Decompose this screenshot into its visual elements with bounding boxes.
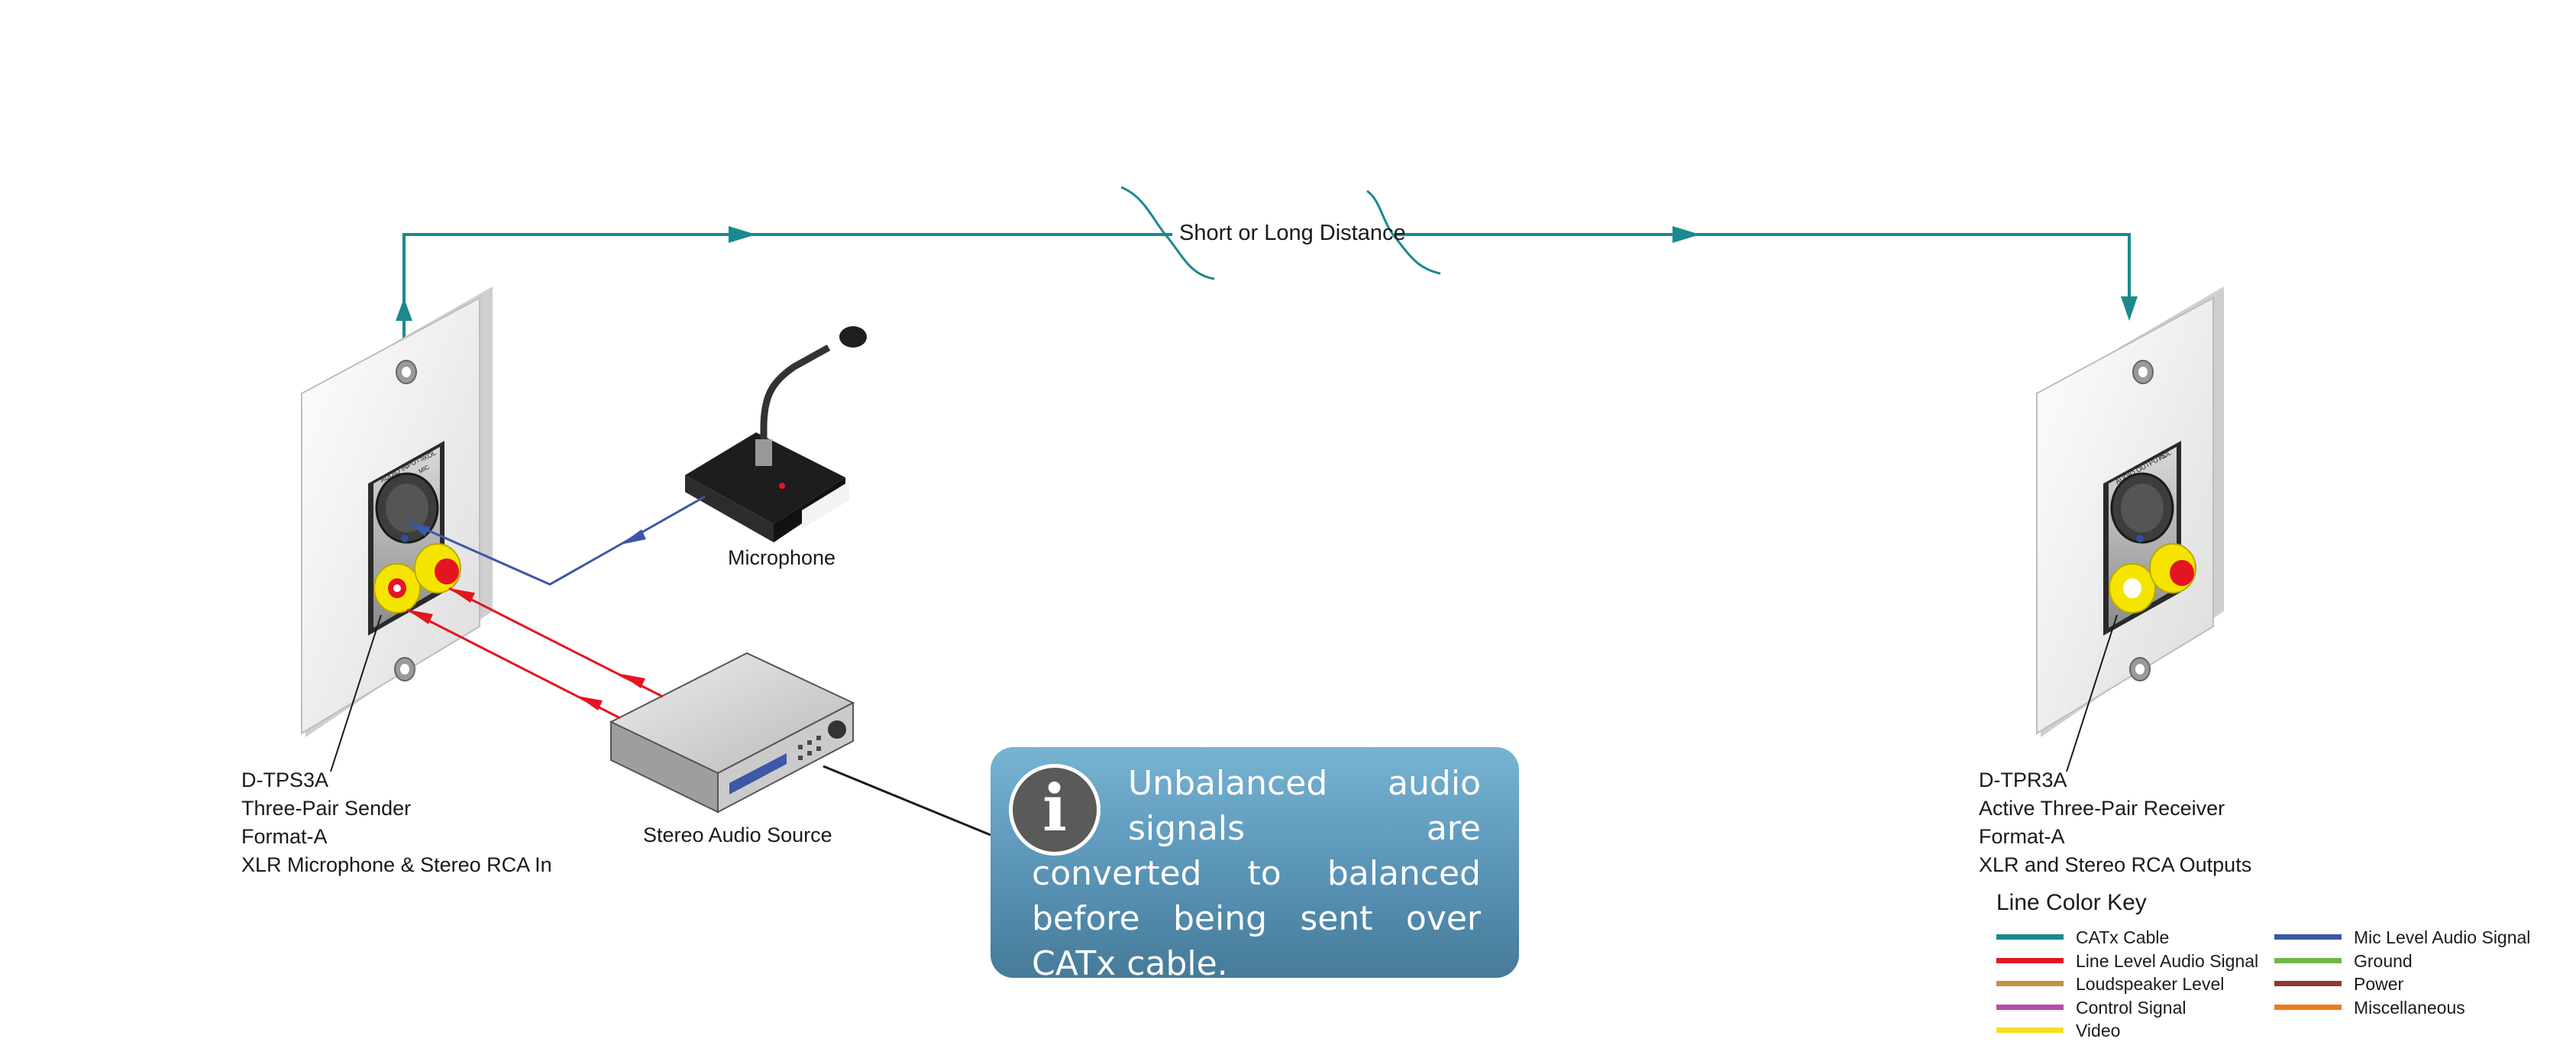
catx-arrowheads (396, 226, 2138, 321)
color-key-label: Loudspeaker Level (2076, 974, 2225, 994)
stereo-source-device (609, 652, 991, 837)
receiver-type: Active Three-Pair Receiver (1979, 797, 2225, 820)
distance-break-marks (1120, 186, 1441, 280)
color-key-swatch (2274, 1004, 2342, 1010)
receiver-rca-right (2149, 543, 2196, 594)
color-key-swatch (1996, 981, 2064, 986)
receiver-format: Format-A (1979, 825, 2065, 848)
color-key-swatch (1996, 934, 2064, 940)
receiver-callout-line (2066, 614, 2118, 772)
color-key-swatch (2274, 981, 2342, 986)
receiver-model: D-TPR3A (1979, 769, 2067, 791)
stereo-source-label: Stereo Audio Source (643, 824, 832, 846)
sender-rca-left (373, 563, 421, 613)
color-key-swatch (1996, 957, 2064, 963)
sender-type: Three-Pair Sender (241, 797, 412, 820)
sender-format: Format-A (241, 825, 328, 848)
color-key-swatch (2274, 957, 2342, 963)
receiver-rca-left (2109, 563, 2156, 613)
info-callout-line (823, 765, 991, 837)
receiver-io: XLR and Stereo RCA Outputs (1979, 853, 2252, 876)
color-key-label: Ground (2354, 950, 2413, 971)
distance-label: Short or Long Distance (1179, 221, 1406, 245)
color-key-swatch (2274, 934, 2342, 940)
mic-level-arrowheads (409, 522, 646, 545)
catx-arrow-right-2 (1673, 226, 1700, 243)
info-text: Unbalanced audio signals are converted t… (1032, 764, 1481, 983)
mic-level-signal-line (408, 495, 706, 586)
color-key-title: Line Color Key (1996, 890, 2147, 915)
sender-wall-plate: XOL AUDIO INPUTS MIC (301, 286, 493, 772)
line-level-arrowheads (407, 588, 645, 710)
color-key-label: Mic Level Audio Signal (2354, 927, 2531, 947)
color-key-label: Power (2354, 974, 2404, 994)
color-key-label: Video (2076, 1021, 2121, 1040)
receiver-wall-plate: XOL AUDIO OUTPUTS (2036, 286, 2224, 772)
color-key-label: CATx Cable (2076, 927, 2170, 947)
sender-callout-line (330, 614, 382, 772)
catx-cable (402, 233, 2131, 348)
catx-arrow-down (2121, 296, 2138, 321)
color-key-label: Control Signal (2076, 997, 2187, 1018)
catx-arrow-right-1 (729, 226, 756, 243)
sender-rca-right (414, 543, 461, 594)
sender-io: XLR Microphone & Stereo RCA In (241, 853, 552, 876)
catx-arrow-up (396, 298, 412, 321)
color-key-swatch (1996, 1027, 2064, 1033)
color-key-swatch (1996, 1004, 2064, 1010)
microphone-label: Microphone (728, 546, 836, 569)
info-callout: i Unbalanced audio signals are converted… (991, 747, 1519, 983)
color-key-label: Line Level Audio Signal (2076, 950, 2259, 971)
color-key-label: Miscellaneous (2354, 997, 2465, 1018)
microphone-device (685, 326, 867, 542)
sender-model: D-TPS3A (241, 769, 329, 791)
info-icon: i (1009, 764, 1101, 856)
